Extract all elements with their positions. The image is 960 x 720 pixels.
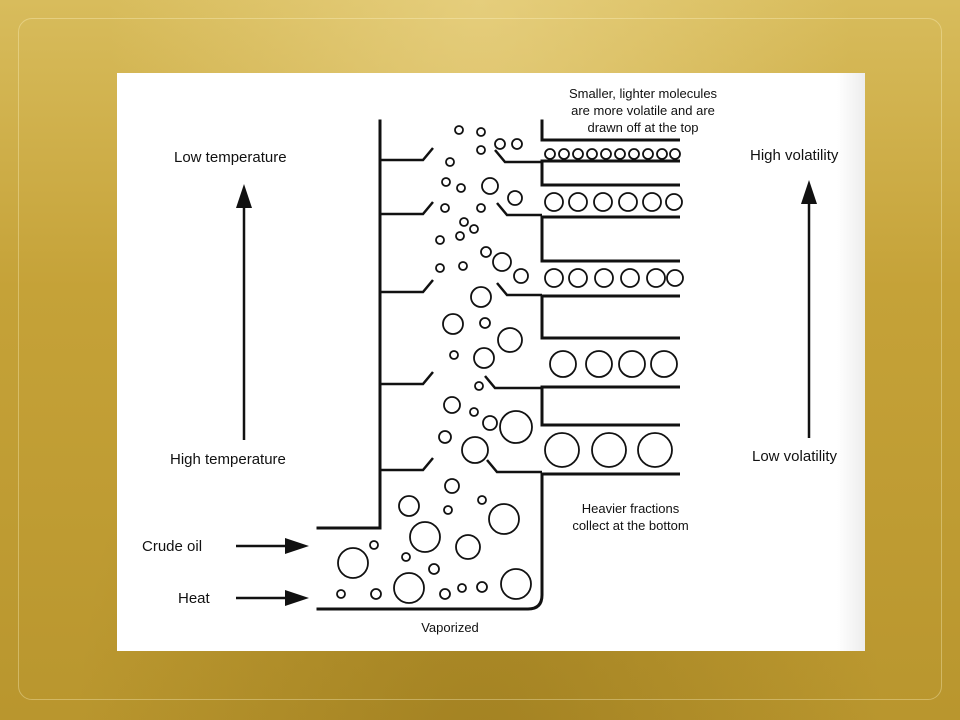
right-tray-5 (486, 459, 542, 474)
bottom-annotation-line-1: Heavier fractions (581, 501, 680, 516)
low-volatility-label: Low volatility (752, 448, 838, 465)
top-annotation-line-1: Smaller, lighter molecules (568, 86, 718, 101)
right-tray-1 (494, 149, 542, 164)
heat-label: Heat (178, 590, 210, 607)
diagram-panel (117, 73, 865, 651)
crude-oil-arrow-head (285, 538, 309, 554)
low-temperature-label: Low temperature (174, 149, 287, 166)
right-tray-3 (496, 282, 542, 297)
right-tray-2 (496, 202, 542, 217)
column-molecules (336, 125, 533, 604)
temperature-arrow-head (236, 184, 252, 208)
top-annotation: Smaller, lighter molecules are more vola… (548, 85, 738, 136)
vaporized-label: Vaporized (421, 620, 479, 635)
high-volatility-label: High volatility (750, 147, 839, 164)
right-tray-4 (484, 375, 542, 390)
top-annotation-line-2: are more volatile and are (571, 103, 715, 118)
high-temperature-label: High temperature (170, 451, 286, 468)
crude-oil-label: Crude oil (142, 538, 203, 555)
left-tray-2 (380, 201, 434, 216)
heat-arrow-head (285, 590, 309, 606)
left-tray-4 (380, 371, 434, 386)
left-tray-5 (380, 457, 434, 472)
column-base (316, 472, 544, 611)
slide-frame (18, 18, 942, 700)
top-annotation-line-3: drawn off at the top (587, 120, 699, 135)
volatility-arrow-head (801, 180, 817, 204)
left-tray-3 (380, 279, 434, 294)
draw-off-molecules (544, 148, 684, 468)
bottom-annotation: Heavier fractions collect at the bottom (553, 500, 708, 534)
bottom-annotation-line-2: collect at the bottom (572, 518, 689, 533)
left-tray-1 (380, 147, 434, 162)
